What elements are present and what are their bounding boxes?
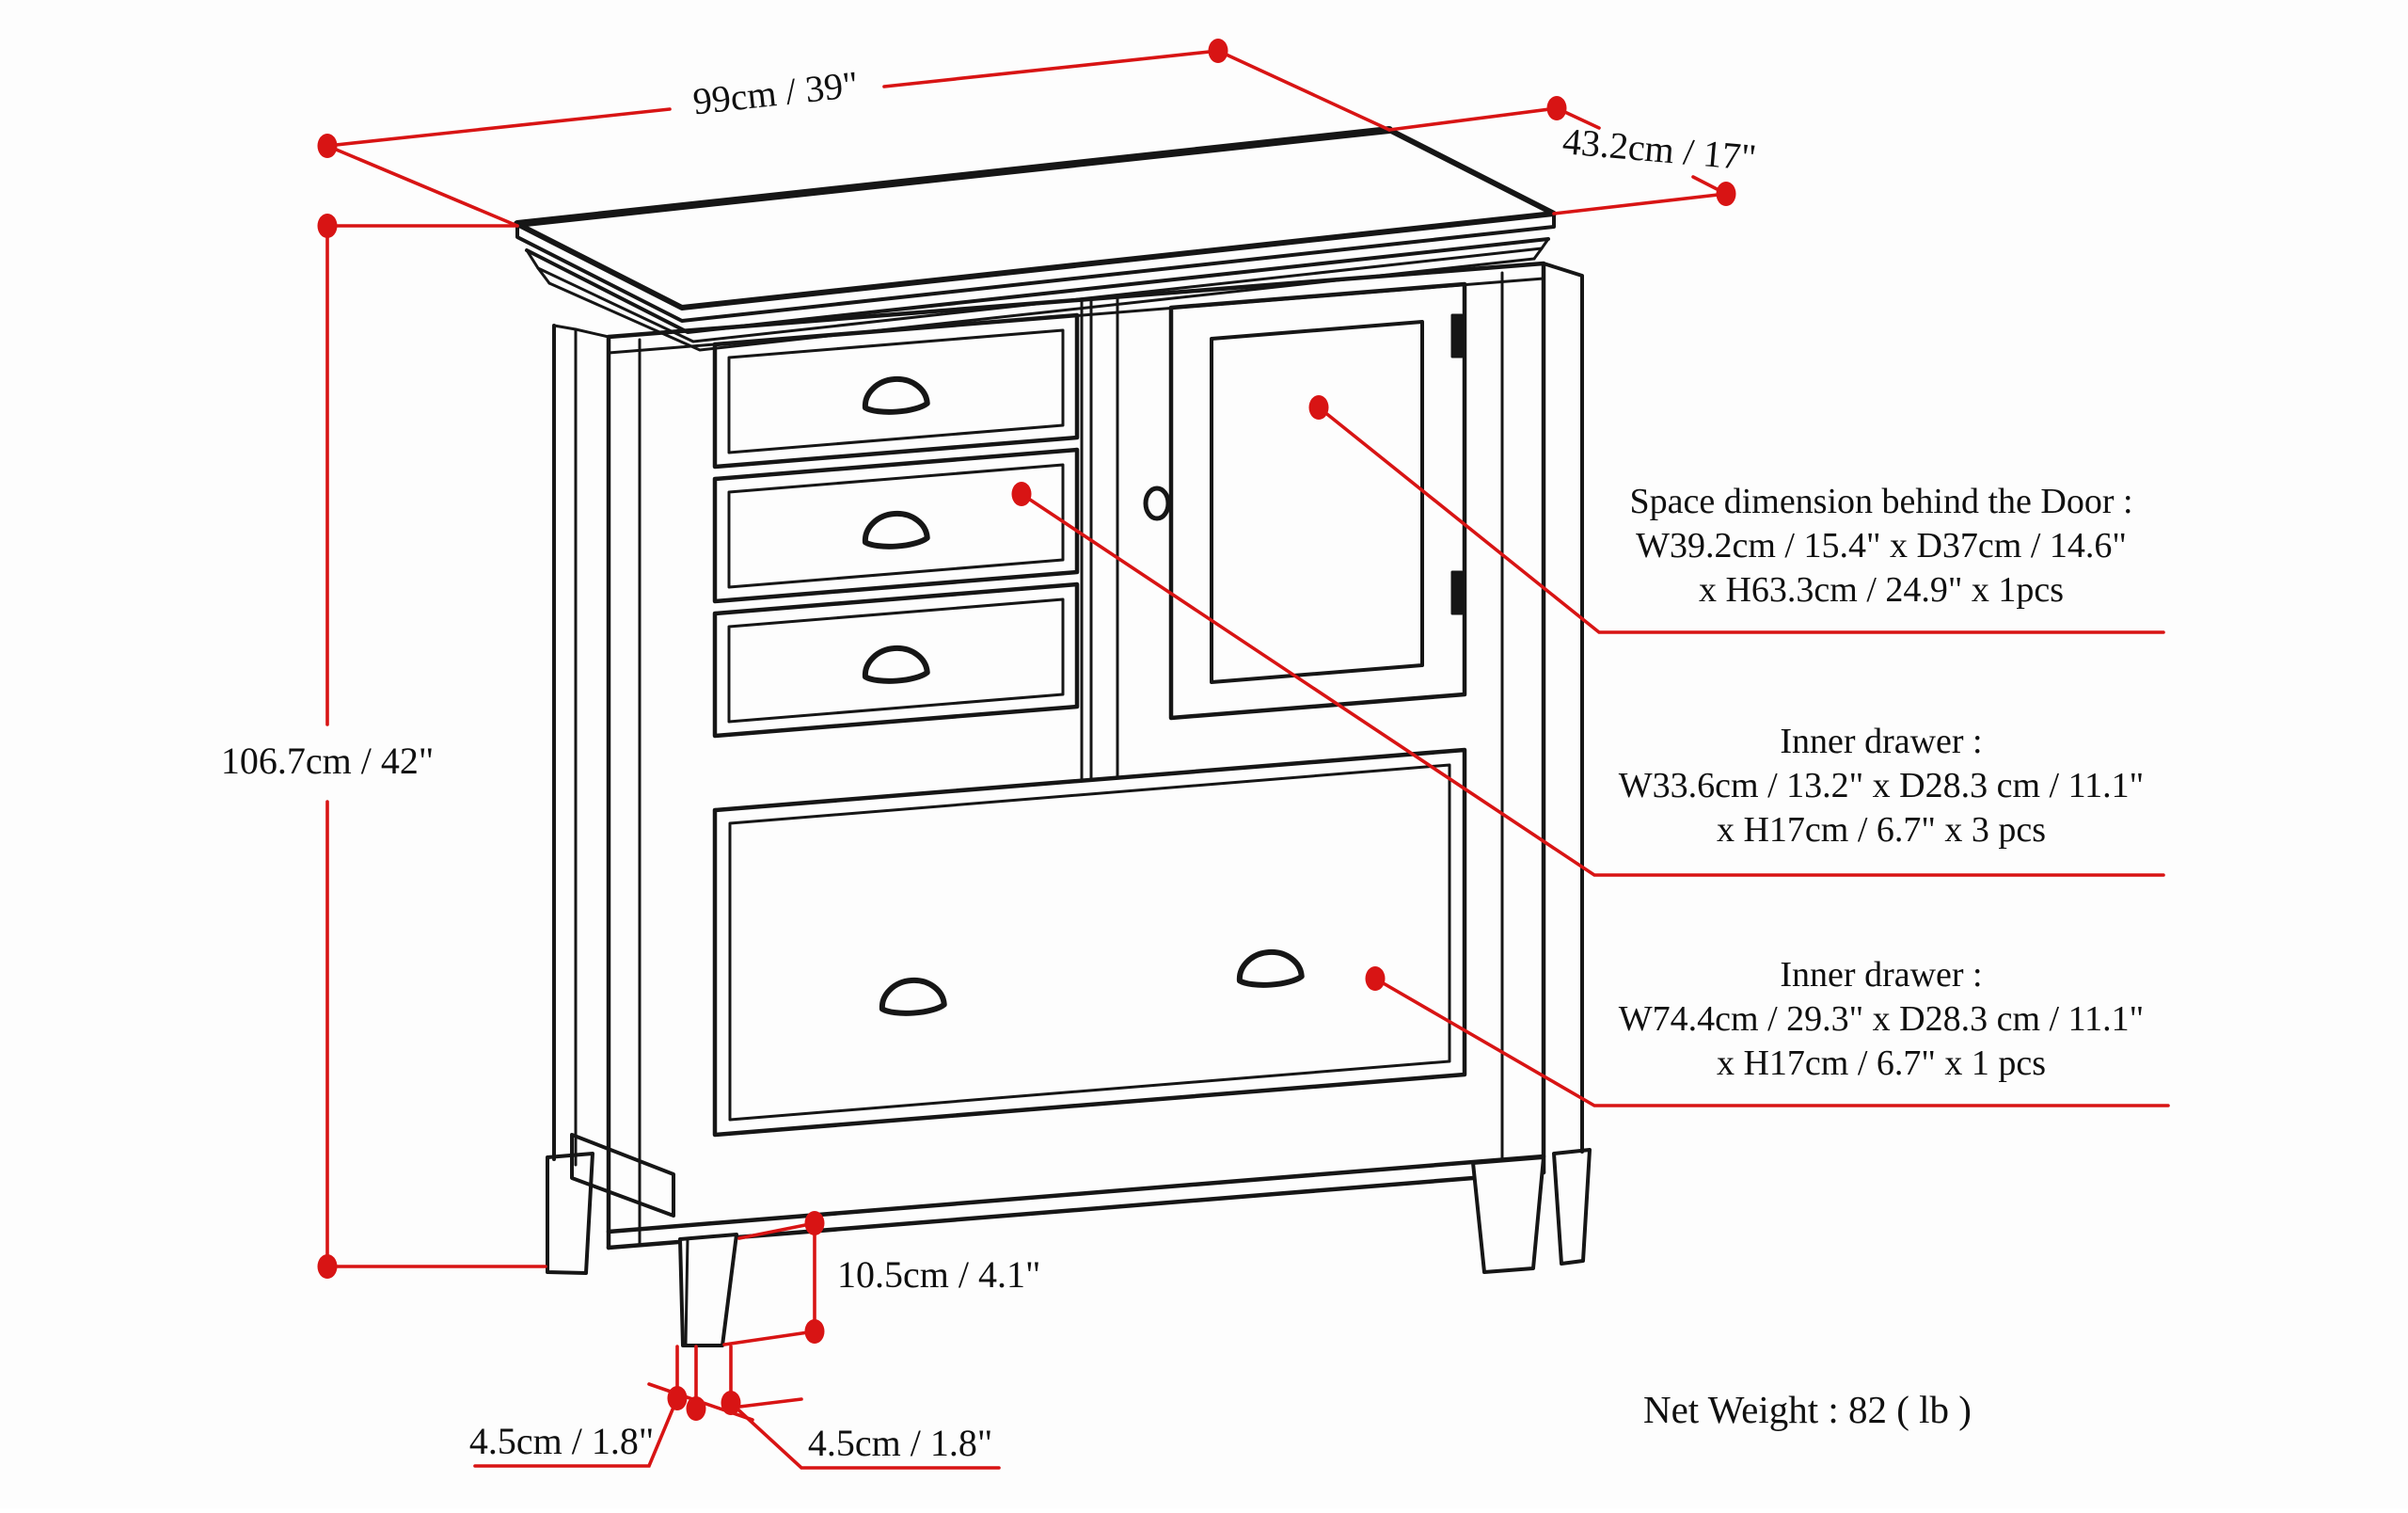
handle-drawer-3: [862, 645, 930, 684]
width-extension-left: [325, 144, 519, 228]
handle-drawer-2: [862, 510, 930, 549]
handle-bottom-drawer-left: [879, 977, 947, 1016]
drawer-1: [712, 312, 1080, 470]
door: [1168, 281, 1467, 721]
cabinet-molding-step-3: [547, 257, 1536, 352]
dot-height-bottom: [317, 1254, 338, 1279]
diagram-text: 99cm / 39" 43.2cm / 17" 106.7cm / 42" 10…: [221, 63, 2144, 1464]
dot-legwidth-2: [686, 1396, 706, 1421]
door-hinge-bottom: [1450, 570, 1464, 615]
annotation-inner-drawer: Inner drawer : W33.6cm / 13.2" x D28.3 c…: [1619, 722, 2144, 850]
cabinet-molding-corner-steps: [525, 237, 1550, 285]
bottom-edge-lower: [606, 1170, 1546, 1250]
dot-legheight-bottom: [804, 1319, 825, 1344]
cabinet-drawing: [514, 126, 1592, 1347]
bottom-edge-upper: [606, 1154, 1546, 1234]
drawer-1-inner: [727, 328, 1065, 454]
legwidth-leader-left: [473, 1396, 679, 1468]
height-label: 106.7cm / 42": [221, 740, 434, 782]
drawer-3: [712, 581, 1080, 739]
bottom-drawer-annotation-leader: [1373, 977, 2170, 1107]
door-hinge-top: [1450, 313, 1464, 358]
left-side-top-edge: [552, 324, 610, 339]
dimension-dots: [317, 39, 1736, 1421]
dot-legwidth-1: [667, 1386, 688, 1410]
leg-height-label: 10.5cm / 4.1": [837, 1253, 1040, 1296]
dot-inner-drawer-annotation: [1011, 482, 1032, 506]
annotation-inner-drawer-line-1: Inner drawer :: [1780, 722, 1982, 761]
annotation-door-line-3: x H63.3cm / 24.9" x 1pcs: [1699, 570, 2064, 610]
handle-bottom-drawer-right: [1236, 948, 1305, 988]
cabinet-top-thickness: [515, 212, 1556, 323]
dot-bottom-drawer-annotation: [1365, 966, 1386, 991]
leg-width-left-label: 4.5cm / 1.8": [469, 1420, 654, 1462]
door-annotation-leader: [1317, 406, 2165, 634]
annotation-inner-drawer-line-3: x H17cm / 6.7" x 3 pcs: [1717, 810, 2046, 850]
door-knob: [1143, 486, 1171, 521]
dot-legwidth-3: [721, 1391, 741, 1415]
net-weight-label: Net Weight : 82 ( lb ): [1643, 1388, 1972, 1431]
dot-depth-front: [1716, 182, 1736, 206]
annotation-door: Space dimension behind the Door : W39.2c…: [1629, 482, 2132, 610]
dot-door-annotation: [1308, 395, 1329, 420]
annotation-door-line-1: Space dimension behind the Door :: [1629, 482, 2132, 521]
leg-back-left: [546, 1152, 594, 1275]
door-panel: [1210, 320, 1424, 684]
dimension-overlay: [317, 39, 2170, 1470]
legheight-extension-top: [737, 1221, 816, 1240]
legwidth-leader-right: [729, 1401, 1001, 1470]
drawer-3-inner: [727, 597, 1065, 724]
cabinet-molding-step-2: [536, 247, 1544, 343]
depth-label: 43.2cm / 17": [1560, 119, 1757, 179]
dot-width-right: [1208, 39, 1228, 63]
annotation-door-line-2: W39.2cm / 15.4" x D37cm / 14.6": [1636, 526, 2127, 565]
depth-extension-back: [1387, 106, 1559, 132]
width-label: 99cm / 39": [690, 63, 860, 123]
dot-height-top: [317, 214, 338, 238]
annotation-bottom-drawer-line-2: W74.4cm / 29.3" x D28.3 cm / 11.1": [1619, 999, 2144, 1039]
leg-back-right: [1552, 1148, 1592, 1266]
drawer-2-inner: [727, 463, 1065, 589]
leg-width-right-label: 4.5cm / 1.8": [808, 1422, 992, 1464]
width-dimension-line: [325, 49, 1220, 148]
dot-width-left: [317, 134, 338, 158]
drawer-2: [712, 447, 1080, 604]
inner-drawer-annotation-leader: [1020, 492, 2165, 877]
right-side-sliver: [1542, 262, 1584, 1154]
leg-front-left-line: [684, 1236, 689, 1347]
annotation-bottom-drawer-line-1: Inner drawer :: [1780, 955, 1982, 995]
bottom-drawer: [712, 747, 1467, 1138]
leg-front-right: [1471, 1155, 1545, 1274]
annotation-inner-drawer-line-2: W33.6cm / 13.2" x D28.3 cm / 11.1": [1619, 766, 2144, 805]
dot-depth-back: [1546, 96, 1567, 120]
leg-front-left: [678, 1233, 738, 1347]
dot-legheight-top: [804, 1211, 825, 1235]
handle-drawer-1: [862, 375, 930, 415]
cabinet-top-back-edge: [514, 126, 1393, 228]
drawer-handles: [862, 375, 1305, 1016]
depth-extension-front: [1552, 192, 1728, 215]
width-extension-right: [1216, 49, 1391, 132]
annotation-bottom-drawer: Inner drawer : W74.4cm / 29.3" x D28.3 c…: [1619, 955, 2144, 1083]
annotation-bottom-drawer-line-3: x H17cm / 6.7" x 1 pcs: [1717, 1043, 2046, 1083]
bottom-drawer-inner: [728, 763, 1451, 1122]
side-bottom-rail: [570, 1133, 675, 1218]
legheight-extension-bottom: [722, 1330, 816, 1346]
